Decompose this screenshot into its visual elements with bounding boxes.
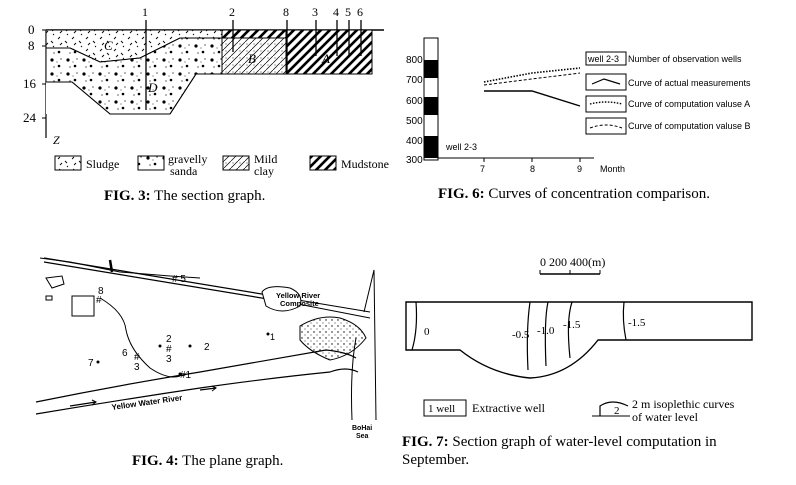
fig3-zone-c: C (104, 38, 113, 53)
fig4-caption-text: The plane graph. (178, 453, 284, 469)
fig3-caption-label: FIG. 3: (104, 188, 151, 204)
fig3-zone-a: A (321, 51, 330, 66)
fig7-section-graph: 0 200 400(m) 0 -0.5 -1.0 -1.5 -1.5 1 wel… (405, 255, 753, 424)
fig7-legend-well-text: Extractive well (472, 401, 546, 415)
legend-sludge-swatch (54, 155, 82, 171)
fig3-well-4: 4 (333, 5, 339, 19)
fig7-contour-0: 0 (424, 326, 430, 338)
fig7-caption: FIG. 7: Section graph of water-level com… (402, 434, 717, 450)
fig4-w5: # 5 (172, 274, 186, 285)
fig7-legend-well-box (423, 399, 467, 417)
fig6-line-actual (484, 90, 581, 107)
fig6-y-tick-700: 700 (406, 75, 423, 86)
fig4-caption: FIG. 4: The plane graph. (132, 453, 283, 469)
fig7-caption-text-1: Section graph of water-level computation… (448, 434, 717, 450)
fig6-legend-wells: Number of observation wells (628, 54, 742, 64)
legend-mud-swatch (309, 155, 337, 171)
fig3-well-5: 5 (345, 5, 351, 19)
fig3-well-6: 6 (357, 5, 363, 19)
legend-gravel-label-2: sanda (170, 164, 198, 178)
fig3-caption-text: The section graph. (150, 188, 266, 204)
fig3-section-graph: 0 8 16 24 Z 1 2 8 3 4 5 6 C B A D Sludge… (23, 5, 389, 178)
fig7-legend-well-box-label: 1 well (428, 403, 455, 415)
fig7-contour-neg15a: -1.5 (563, 319, 581, 331)
fig3-well-2: 2 (229, 5, 235, 19)
fig6-legend-actual: Curve of actual measurements (628, 78, 751, 88)
fig6-caption: FIG. 6: Curves of concentration comparis… (438, 186, 710, 202)
fig7-legend-curve-num: 2 (614, 405, 620, 417)
fig3-well-8: 8 (283, 5, 289, 19)
fig3-z-label: Z (53, 133, 60, 147)
fig6-legend-comp-a: Curve of computation valuse A (628, 99, 750, 109)
legend-clay-label-1: Mild (254, 152, 277, 166)
fig7-contour-neg05: -0.5 (512, 329, 530, 341)
legend-gravel-label-1: gravelly (168, 152, 207, 166)
fig4-w2b: 2 (204, 342, 210, 353)
fig4-w8-hash: # (96, 295, 102, 306)
fig4-w1b: 1 (270, 332, 275, 342)
fig6-legend-box-label: well 2-3 (587, 54, 619, 64)
fig3-well-1: 1 (142, 5, 148, 19)
fig4-w2: 2 (166, 334, 172, 345)
fig3-depth-24: 24 (23, 110, 37, 125)
legend-clay-label-2: clay (254, 164, 274, 178)
fig4-plane-graph: # 5 8 # 7 6 # 3 2 # 2 3 #1 1 Yellow Rive… (35, 257, 377, 440)
legend-gravel-swatch (137, 155, 165, 171)
fig4-w6-hash: # (134, 352, 140, 363)
fig4-w3b: 3 (166, 354, 172, 365)
fig6-y-tick-500: 500 (406, 116, 423, 127)
fig6-y-tick-800: 800 (406, 55, 423, 66)
fig6-line-comp-a (483, 67, 581, 83)
fig6-line-comp-b (483, 72, 581, 86)
fig6-caption-label: FIG. 6: (438, 186, 485, 202)
fig4-w7: 7 (88, 358, 94, 369)
fig6-y-tick-600: 600 (406, 96, 423, 107)
fig4-composite-1: Yellow River (276, 291, 320, 300)
fig4-caption-label: FIG. 4: (132, 453, 179, 469)
fig6-legend-comp-b: Curve of computation valuse B (628, 121, 751, 131)
fig7-contour-neg10: -1.0 (537, 325, 555, 337)
fig7-contour-neg15b: -1.5 (628, 317, 646, 329)
fig6-y-tick-400: 400 (406, 136, 423, 147)
fig3-depth-16: 16 (23, 76, 37, 91)
fig3-well-3: 3 (312, 5, 318, 19)
fig6-x-tick-7: 7 (480, 164, 485, 174)
fig4-w8: 8 (98, 286, 104, 297)
fig3-zone-b: B (248, 51, 256, 66)
fig4-composite-2: Composite (280, 299, 319, 308)
fig6-curves-chart: 800 700 600 500 400 300 well 2-3 7 8 9 M… (406, 37, 751, 174)
fig6-x-unit: Month (600, 164, 625, 174)
legend-mud-label: Mudstone (341, 157, 389, 171)
fig6-x-tick-8: 8 (530, 164, 535, 174)
fig4-bohai-1: BoHai (352, 425, 372, 432)
fig3-depth-8: 8 (28, 38, 35, 53)
fig3-depth-0: 0 (28, 22, 35, 37)
fig3-caption: FIG. 3: The section graph. (104, 188, 265, 204)
legend-clay-swatch (222, 155, 250, 171)
fig4-w1: #1 (180, 370, 192, 381)
fig4-w6: 6 (122, 348, 128, 359)
fig7-scale: 0 200 400(m) (540, 255, 605, 269)
fig4-w2-hash: # (166, 344, 172, 355)
fig4-w3: 3 (134, 362, 140, 373)
fig6-legend-box (585, 51, 627, 66)
fig6-x-tick-9: 9 (577, 164, 582, 174)
fig7-legend-curve-2: of water level (632, 410, 699, 424)
fig4-bohai-2: Sea (356, 433, 369, 440)
legend-sludge-label: Sludge (86, 157, 119, 171)
fig7-caption-line2: September. (402, 452, 470, 468)
fig6-caption-text: Curves of concentration comparison. (484, 186, 711, 202)
fig6-y-tick-300: 300 (406, 155, 423, 166)
fig7-caption-label: FIG. 7: (402, 434, 449, 450)
fig3-zone-d: D (147, 80, 158, 95)
fig7-legend-curve-1: 2 m isoplethic curves (632, 397, 735, 411)
fig6-well-text: well 2-3 (445, 142, 477, 152)
